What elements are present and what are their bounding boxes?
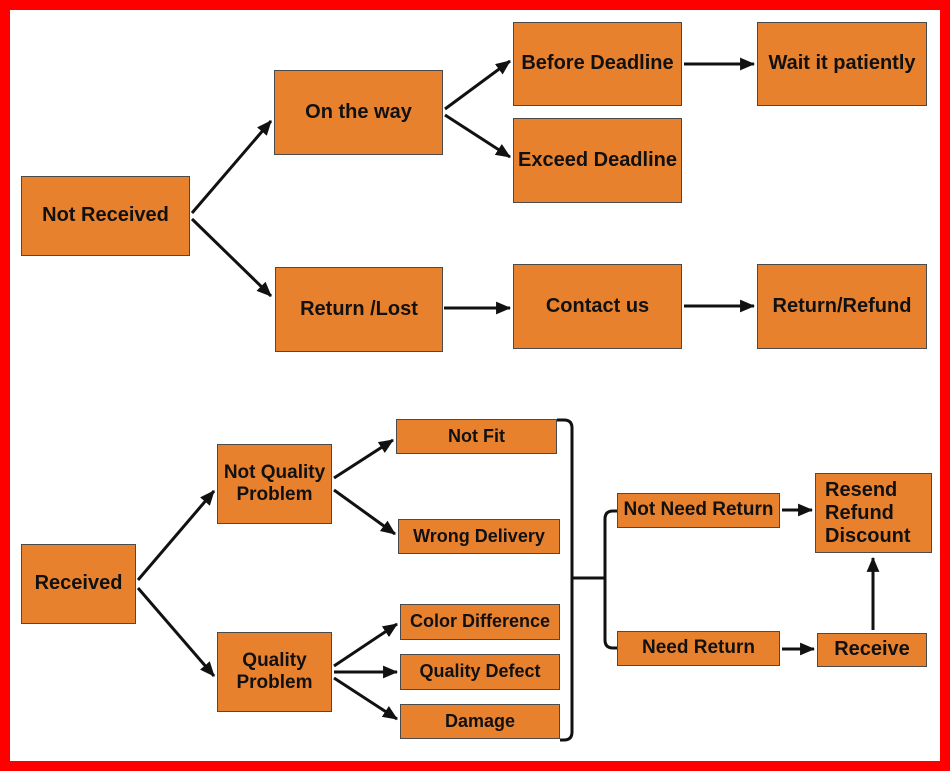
node-color-difference: Color Difference [400, 604, 560, 640]
node-contact-us: Contact us [513, 264, 682, 349]
edge-not-quality-problem-to-wrong-delivery [333, 488, 396, 536]
edge-not-quality-problem-to-not-fit [333, 438, 394, 480]
node-quality-problem: Quality Problem [217, 632, 332, 712]
edge-received-to-not-quality-problem [136, 490, 216, 581]
node-before-deadline: Before Deadline [513, 22, 682, 106]
node-wait-it-patiently: Wait it patiently [757, 22, 927, 106]
node-return-lost: Return /Lost [275, 267, 443, 352]
node-not-need-return: Not Need Return [617, 493, 780, 528]
node-received: Received [21, 544, 136, 624]
node-not-quality-problem: Not Quality Problem [217, 444, 332, 524]
node-damage: Damage [400, 704, 560, 739]
node-on-the-way: On the way [274, 70, 443, 155]
edge-received-to-quality-problem [136, 587, 216, 677]
edge-on-the-way-to-before-deadline [444, 59, 511, 111]
node-not-fit: Not Fit [396, 419, 557, 454]
edge-on-the-way-to-exceed-deadline [444, 113, 511, 159]
node-receive: Receive [817, 633, 927, 667]
node-wrong-delivery: Wrong Delivery [398, 519, 560, 554]
node-resend-refund-discount: Resend Refund Discount [815, 473, 932, 553]
edge-not-received-to-return-lost [190, 217, 273, 298]
merge-bracket-vertical [557, 418, 574, 742]
node-exceed-deadline: Exceed Deadline [513, 118, 682, 203]
edge-quality-problem-to-color-difference [333, 622, 398, 668]
node-need-return: Need Return [617, 631, 780, 666]
node-not-received: Not Received [21, 176, 190, 256]
node-return-refund: Return/Refund [757, 264, 927, 349]
branch-to-return-options [603, 509, 617, 650]
edge-quality-problem-to-damage [333, 676, 398, 721]
edge-not-received-to-on-the-way [190, 120, 273, 214]
node-quality-defect: Quality Defect [400, 654, 560, 690]
